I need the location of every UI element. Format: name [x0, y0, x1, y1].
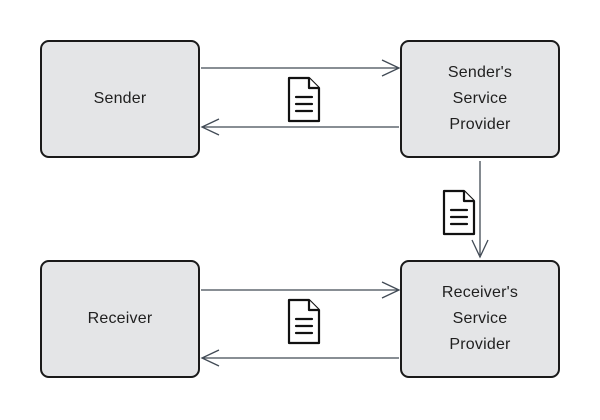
- arrowhead-right-icon: [381, 281, 401, 299]
- document-icon: [442, 189, 476, 236]
- node-senders-service-provider-label: Sender's Service Provider: [447, 64, 513, 133]
- node-receivers-service-provider-label: Receiver's Service Provider: [441, 284, 519, 353]
- node-sender-label: Sender: [93, 90, 147, 107]
- arrowhead-down-icon: [471, 239, 489, 259]
- node-senders-service-provider: Sender's Service Provider: [400, 40, 560, 158]
- node-receiver: Receiver: [40, 260, 200, 378]
- document-icon: [287, 76, 321, 123]
- node-sender: Sender: [40, 40, 200, 158]
- arrowhead-right-icon: [381, 59, 401, 77]
- node-receivers-service-provider: Receiver's Service Provider: [400, 260, 560, 378]
- arrowhead-left-icon: [200, 118, 220, 136]
- document-icon: [287, 298, 321, 345]
- arrowhead-left-icon: [200, 349, 220, 367]
- node-receiver-label: Receiver: [87, 310, 153, 327]
